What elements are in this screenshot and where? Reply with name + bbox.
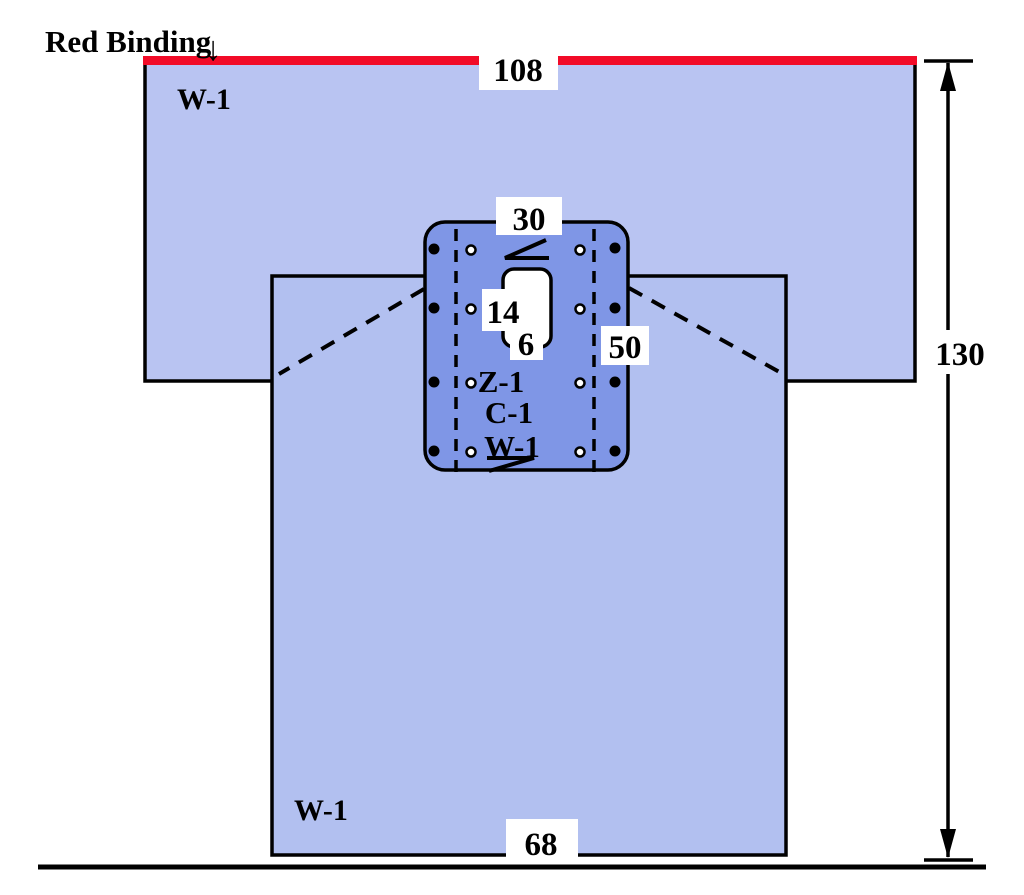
body-sheet-label: W-1 <box>294 794 348 827</box>
label-box-68 <box>506 819 578 861</box>
dimension-arrow-down-icon <box>940 829 956 858</box>
panel-open-dots <box>465 244 586 458</box>
label-box-50 <box>601 326 649 365</box>
red-binding-label: Red Binding <box>45 24 212 59</box>
panel-layer-c1-label: C-1 <box>485 395 533 430</box>
dimension-fenestration-width: 6 <box>518 327 535 363</box>
dimension-panel-height: 50 <box>609 330 642 366</box>
bottom-fold-mark-icon <box>487 456 535 473</box>
label-box-14 <box>482 289 524 331</box>
top-fold-mark-icon <box>504 238 549 260</box>
dimension-fenestration-height: 14 <box>487 295 520 331</box>
panel-layer-w1-label: W-1 <box>484 429 540 464</box>
dimension-overall-height: 130 <box>935 337 985 373</box>
dimension-arrow-up-icon <box>940 62 956 91</box>
dimension-bottom-width: 68 <box>525 827 558 863</box>
left-fold-dashed-line <box>277 287 426 376</box>
panel-filled-dots <box>428 242 621 457</box>
top-sheet-label: W-1 <box>177 83 231 116</box>
right-fold-dashed-line <box>628 286 784 376</box>
label-box-30 <box>496 197 562 235</box>
label-box-6 <box>510 328 543 360</box>
height-dimension-line <box>924 59 973 862</box>
panel-layer-z1-label: Z-1 <box>478 364 525 399</box>
dimension-panel-width: 30 <box>513 202 546 238</box>
label-box-108 <box>479 47 558 90</box>
down-arrow-icon: ↓ <box>205 31 222 68</box>
dimension-top-width: 108 <box>493 53 543 89</box>
